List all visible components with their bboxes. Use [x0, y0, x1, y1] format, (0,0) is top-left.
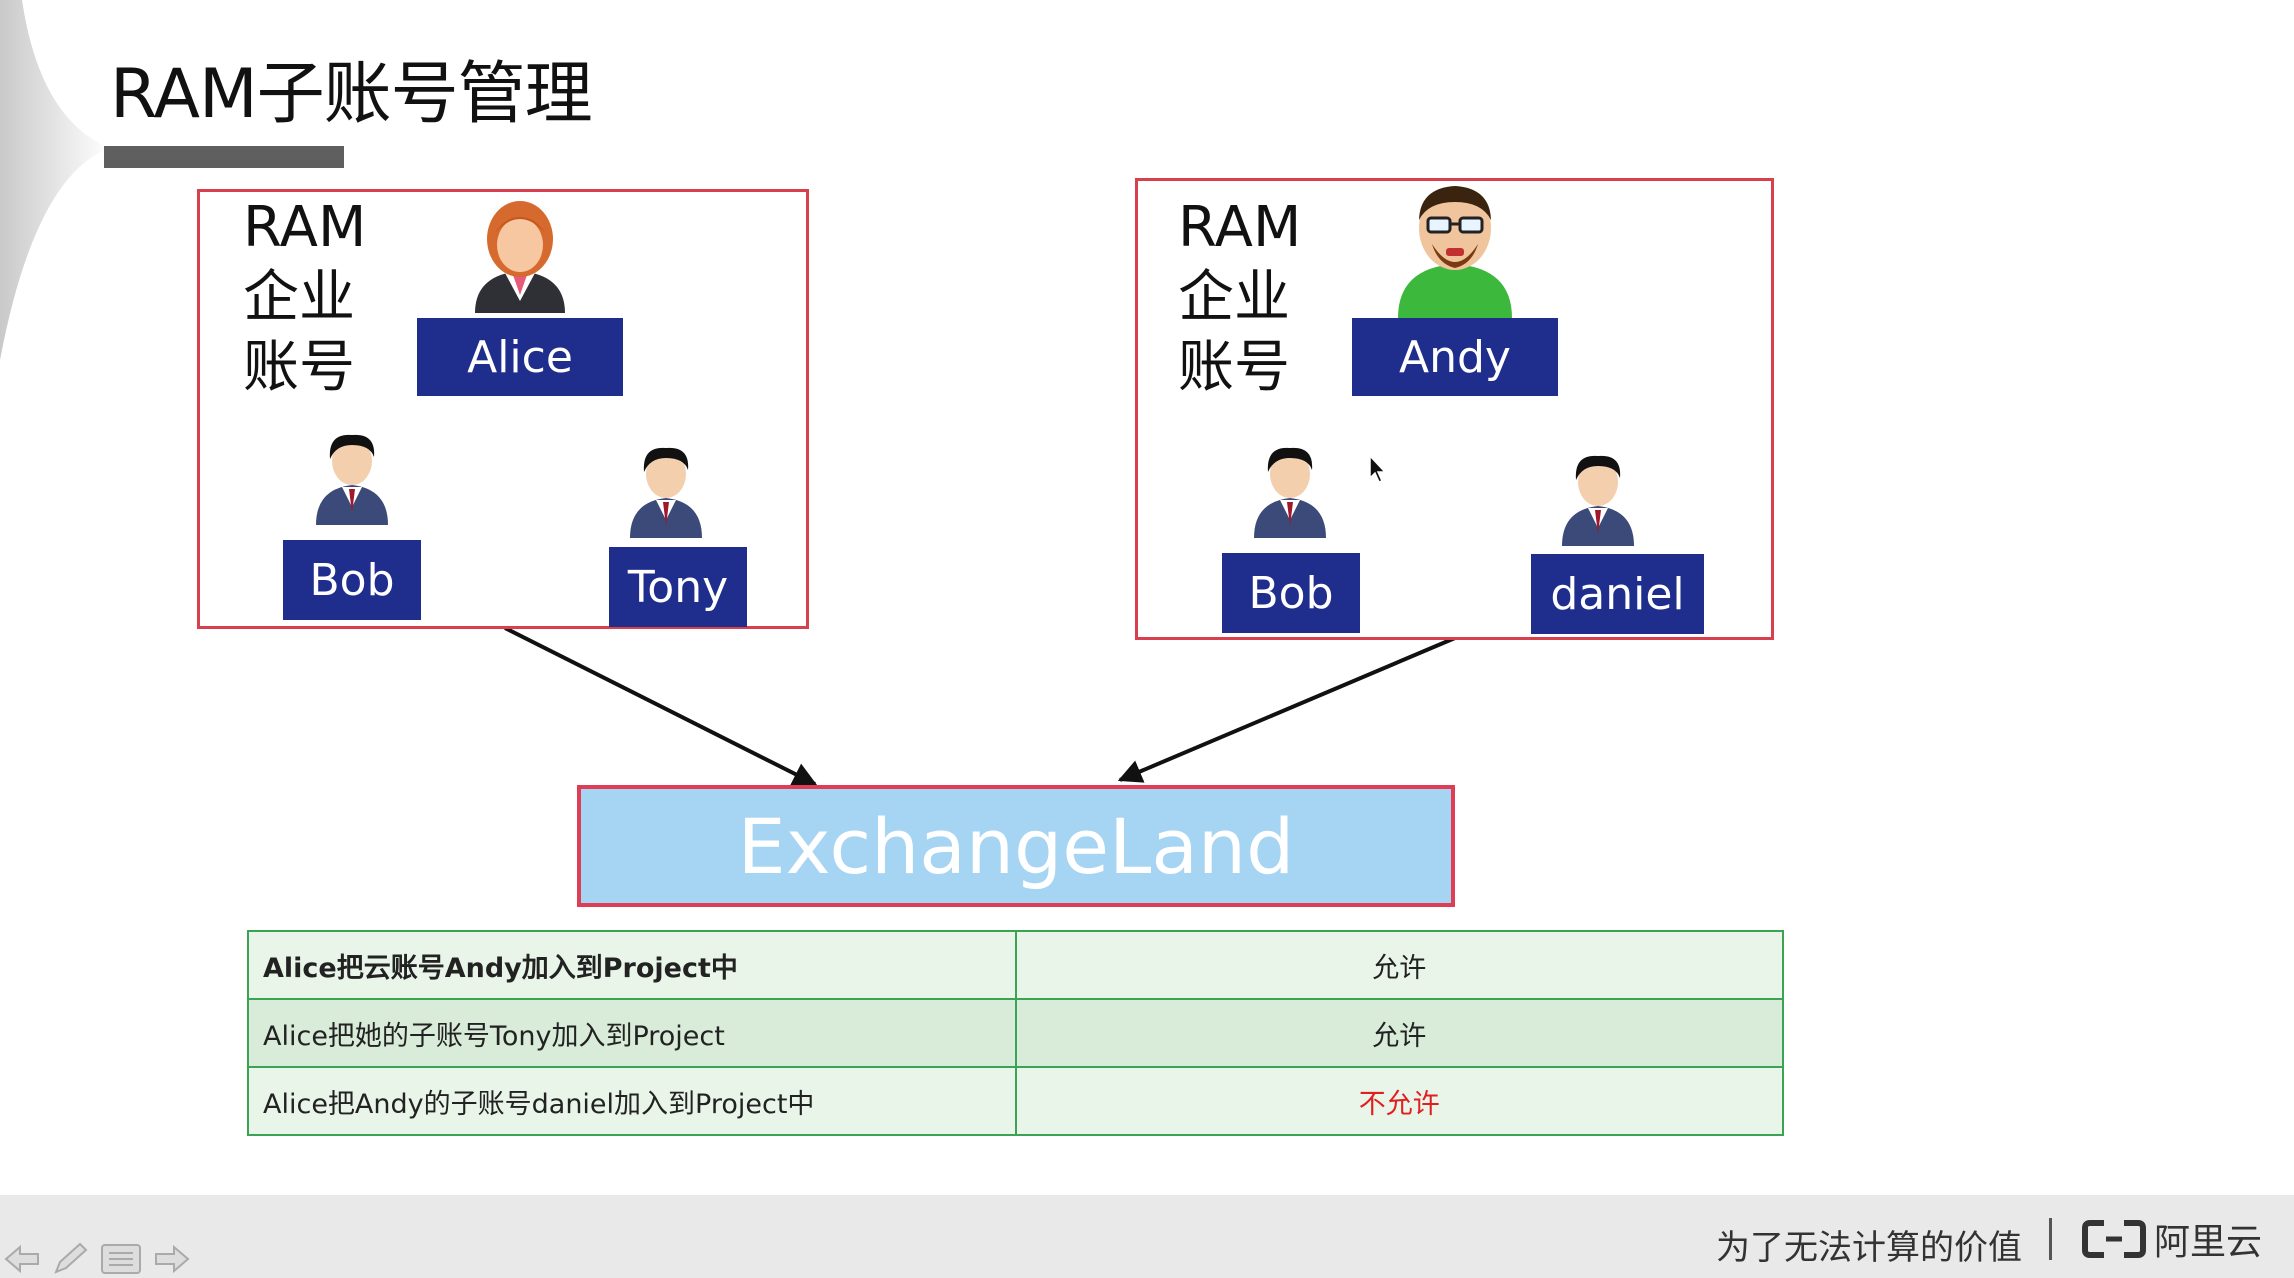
menu-icon[interactable] — [100, 1243, 142, 1275]
footer-slogan: 为了无法计算的价值 — [1716, 1228, 2022, 1268]
footer-divider — [2049, 1218, 2052, 1260]
arrow-left-icon[interactable] — [4, 1244, 42, 1274]
male-user-icon — [316, 434, 388, 525]
group-label-line: 账号 — [243, 335, 355, 400]
table-row: Alice把她的子账号Tony加入到Project 允许 — [247, 998, 1784, 1068]
arrow-left-group-to-platform — [504, 626, 818, 786]
bearded-user-icon — [1398, 186, 1512, 318]
mouse-cursor-icon — [1369, 454, 1387, 483]
group-label-right: RAM 企业 账号 — [1178, 193, 1301, 403]
group-label-left: RAM 企业 账号 — [243, 193, 366, 403]
group-label-line: RAM — [1178, 195, 1302, 260]
table-row: Alice把Andy的子账号daniel加入到Project中 不允许 — [247, 1066, 1784, 1136]
decorative-swoosh — [0, 0, 110, 360]
brand-name: 阿里云 — [2154, 1222, 2263, 1263]
pen-icon[interactable] — [52, 1242, 90, 1276]
aliyun-logo-icon — [2082, 1220, 2146, 1258]
slide-title: RAM子账号管理 — [110, 55, 593, 134]
group-label-line: 企业 — [1178, 265, 1290, 330]
brand-logo: 阿里云 — [2082, 1214, 2262, 1264]
child-name-box: Tony — [609, 547, 747, 627]
group-label-line: RAM — [243, 195, 367, 260]
owner-name-box: Alice — [417, 318, 623, 396]
male-user-icon — [1562, 455, 1634, 546]
child-name-box: daniel — [1531, 554, 1704, 634]
rule-result: 允许 — [1014, 930, 1784, 1000]
rule-result-denied: 不允许 — [1014, 1066, 1784, 1136]
arrow-right-icon[interactable] — [152, 1244, 190, 1274]
title-underline-bar — [104, 146, 344, 168]
child-name-box: Bob — [1222, 553, 1360, 633]
rule-description: Alice把Andy的子账号daniel加入到Project中 — [247, 1066, 1017, 1136]
table-row: Alice把云账号Andy加入到Project中 允许 — [247, 930, 1784, 1000]
rules-table: Alice把云账号Andy加入到Project中 允许 Alice把她的子账号T… — [247, 930, 1784, 1136]
group-label-line: 账号 — [1178, 335, 1290, 400]
slide-nav-controls — [4, 1242, 190, 1276]
rule-description: Alice把云账号Andy加入到Project中 — [247, 930, 1017, 1000]
female-user-icon — [475, 201, 565, 313]
footer-bar — [0, 1195, 2294, 1278]
group-label-line: 企业 — [243, 265, 355, 330]
owner-name-box: Andy — [1352, 318, 1558, 396]
male-user-icon — [630, 447, 702, 538]
rule-result: 允许 — [1014, 998, 1784, 1068]
male-user-icon — [1254, 447, 1326, 538]
rule-description: Alice把她的子账号Tony加入到Project — [247, 998, 1017, 1068]
platform-box: ExchangeLand — [577, 785, 1455, 907]
arrow-right-group-to-platform — [1117, 636, 1456, 783]
child-name-box: Bob — [283, 540, 421, 620]
